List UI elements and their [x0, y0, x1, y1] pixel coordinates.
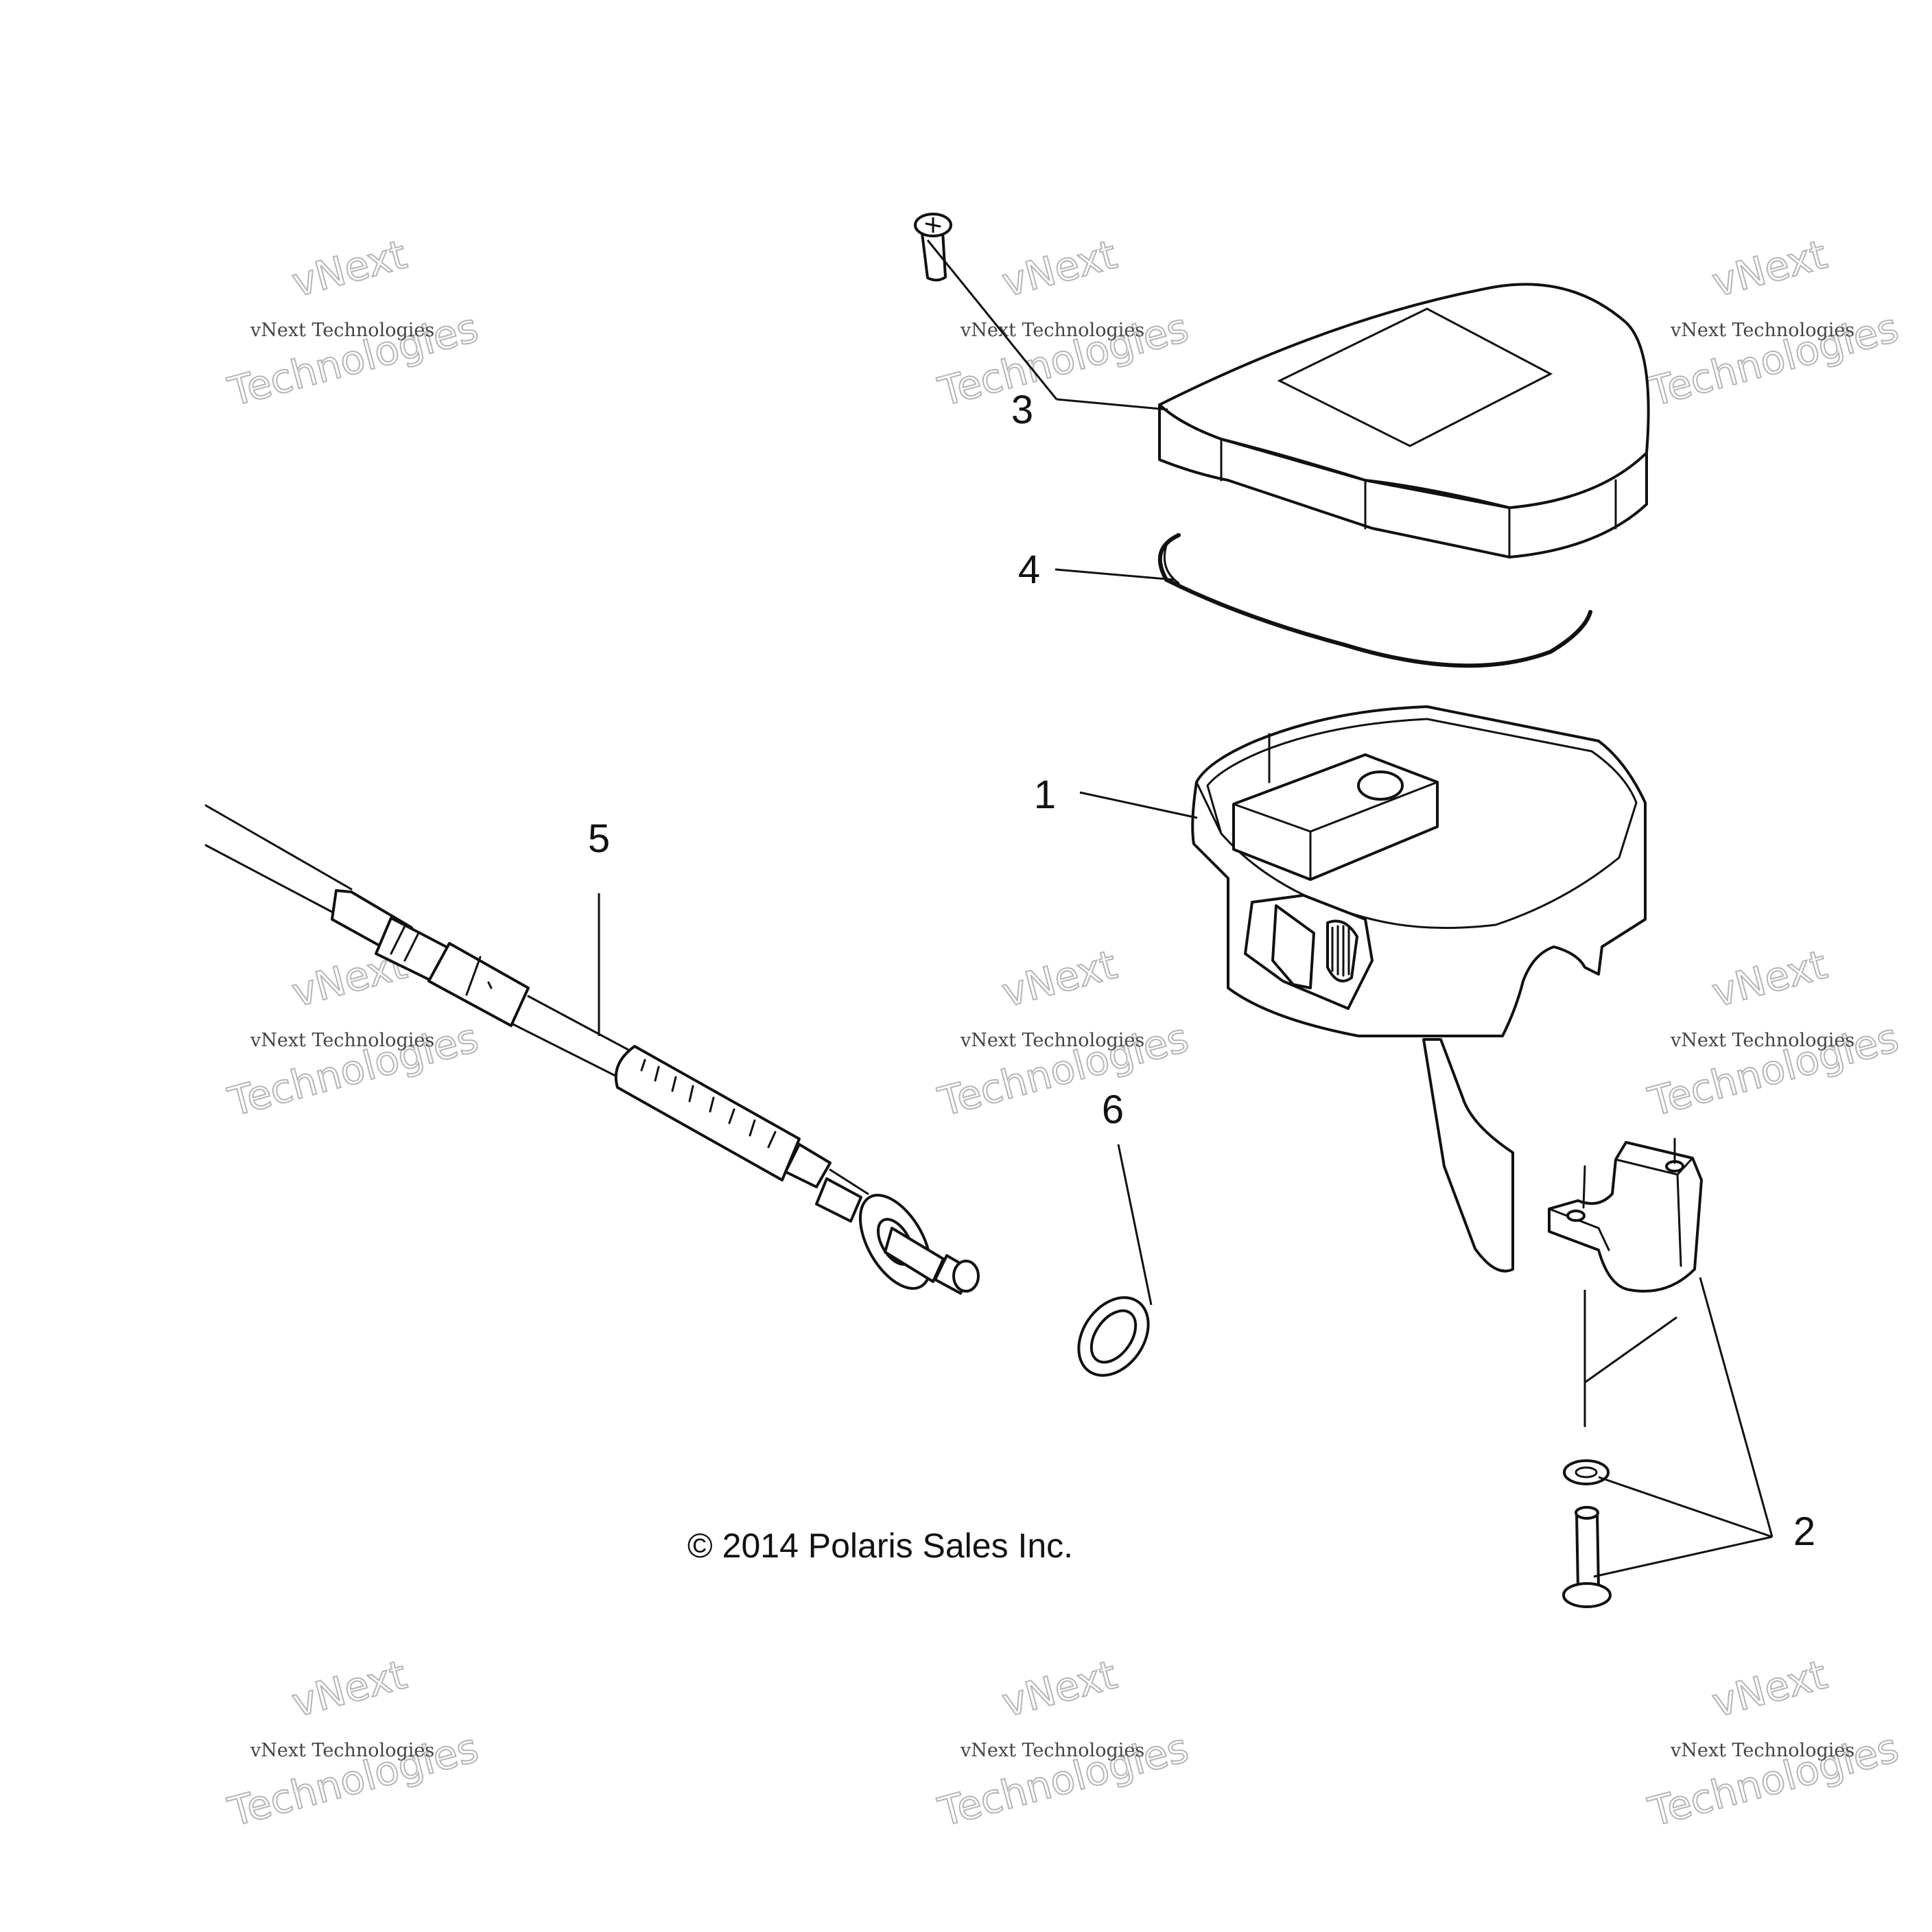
watermark-big-top: vNext [1707, 231, 1831, 307]
watermark-small: vNext Technologies [250, 320, 434, 341]
callout-6: 6 [1102, 1087, 1124, 1132]
watermark-big-top: vNext [997, 231, 1121, 307]
leader-lines [598, 239, 1774, 1578]
watermark-small: vNext Technologies [1670, 1030, 1854, 1051]
callout-3: 3 [1011, 388, 1033, 432]
callout-4: 4 [1018, 547, 1040, 592]
callout-labels: 1 2 3 4 5 6 [588, 388, 1815, 1554]
cover-part[interactable] [914, 213, 1650, 558]
cable-part[interactable] [204, 804, 980, 1300]
watermark-small: vNext Technologies [960, 1030, 1144, 1051]
housing-part[interactable] [1191, 705, 1647, 1273]
callout-2: 2 [1793, 1509, 1815, 1554]
copyright-notice: © 2014 Polaris Sales Inc. [687, 1527, 1073, 1565]
clamp-part[interactable] [1548, 1138, 1703, 1608]
gasket-part[interactable] [1157, 533, 1592, 668]
callout-5: 5 [588, 816, 610, 861]
watermark-small: vNext Technologies [250, 1030, 434, 1051]
washer-part[interactable] [1064, 1284, 1162, 1389]
watermark-big-top: vNext [1707, 941, 1831, 1017]
watermark-small: vNext Technologies [960, 1740, 1144, 1761]
watermark-big-top: vNext [287, 231, 411, 307]
callout-1: 1 [1034, 773, 1056, 817]
watermark-small: vNext Technologies [1670, 1740, 1854, 1761]
watermark-small: vNext Technologies [1670, 320, 1854, 341]
watermark-big-top: vNext [287, 1651, 411, 1727]
watermark-small: vNext Technologies [960, 320, 1144, 341]
watermark-small: vNext Technologies [250, 1740, 434, 1761]
watermark-big-top: vNext [997, 941, 1121, 1017]
watermark-big-top: vNext [997, 1651, 1121, 1727]
watermark-big-top: vNext [1707, 1651, 1831, 1727]
